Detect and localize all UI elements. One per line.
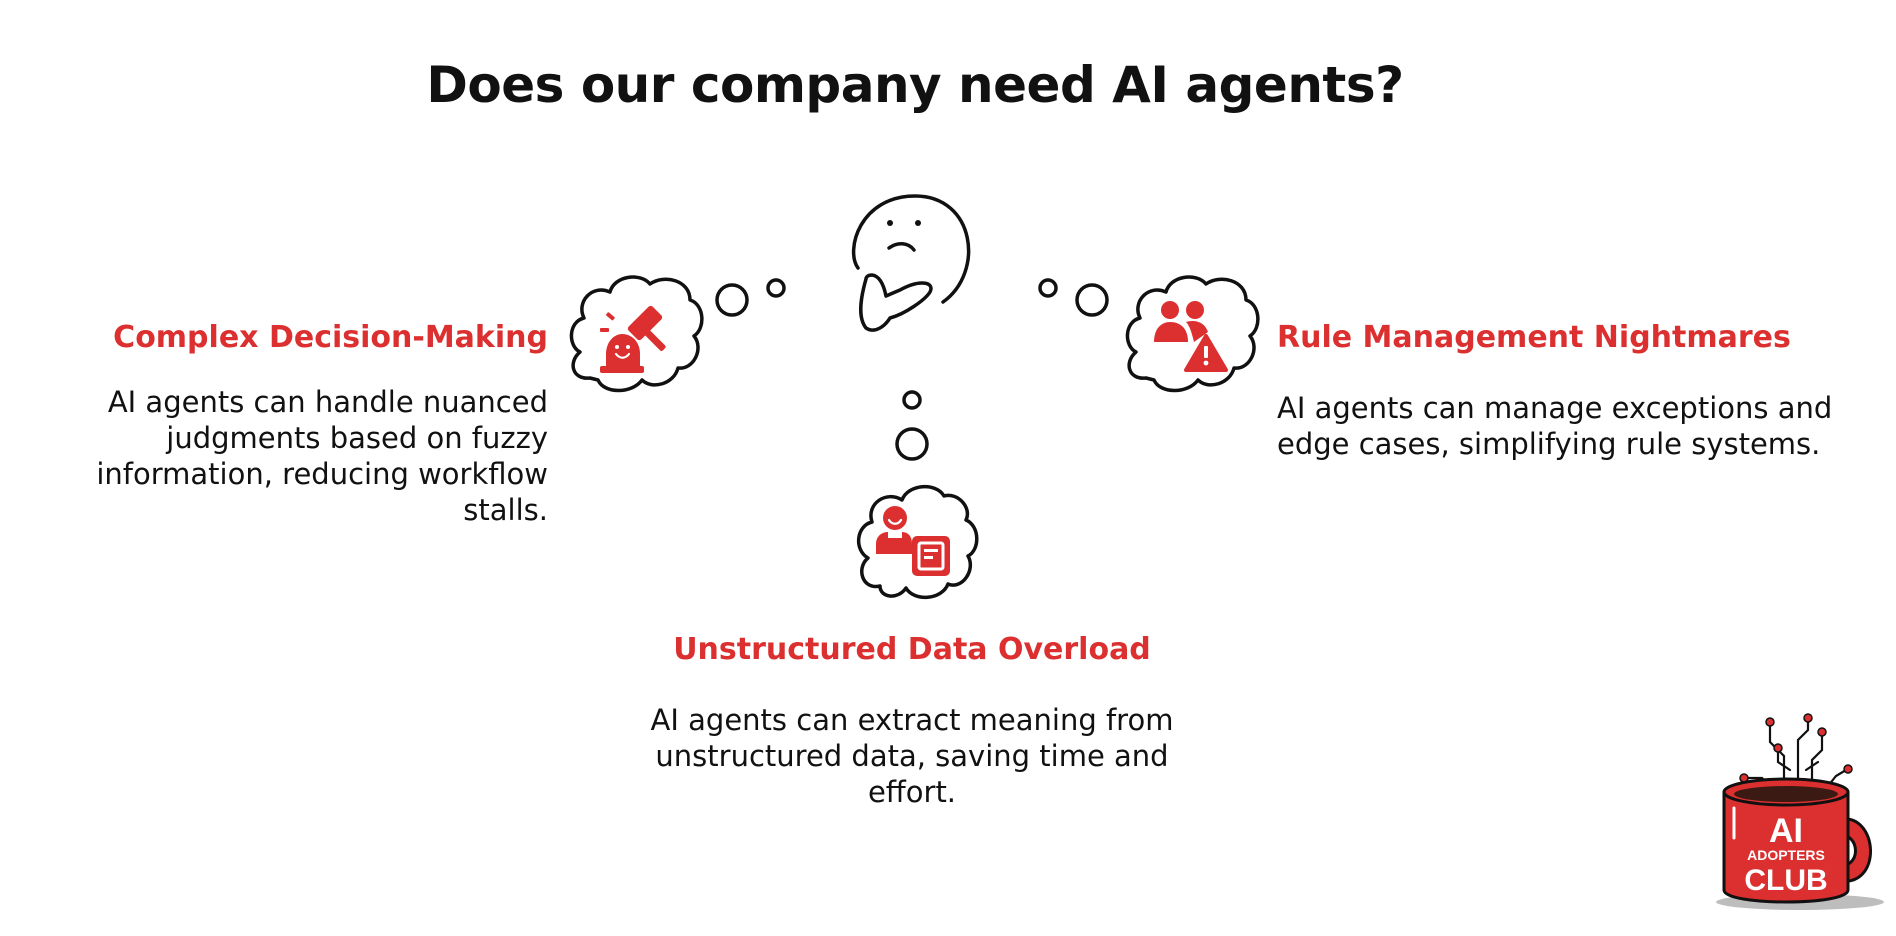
ai-adopters-club-logo: AI ADOPTERS CLUB bbox=[1716, 713, 1884, 910]
person-document-icon bbox=[857, 485, 979, 599]
people-warning-icon bbox=[1125, 275, 1260, 393]
logo-line3: CLUB bbox=[1744, 864, 1827, 897]
thinking-face-icon bbox=[851, 194, 971, 332]
logo-line2: ADOPTERS bbox=[1747, 847, 1825, 863]
bottom-description: AI agents can extract meaning from unstr… bbox=[650, 703, 1174, 809]
right-heading: Rule Management Nightmares bbox=[1277, 320, 1791, 355]
page-title: Does our company need AI agents? bbox=[426, 56, 1404, 114]
thought-dots bbox=[715, 278, 1109, 461]
left-description: AI agents can handle nuanced judgments b… bbox=[96, 385, 548, 527]
logo-line1: AI bbox=[1769, 812, 1803, 850]
left-heading: Complex Decision-Making bbox=[113, 320, 548, 355]
bottom-heading: Unstructured Data Overload bbox=[673, 632, 1151, 667]
right-description: AI agents can manage exceptions and edge… bbox=[1277, 391, 1833, 461]
gavel-person-icon bbox=[569, 275, 704, 393]
